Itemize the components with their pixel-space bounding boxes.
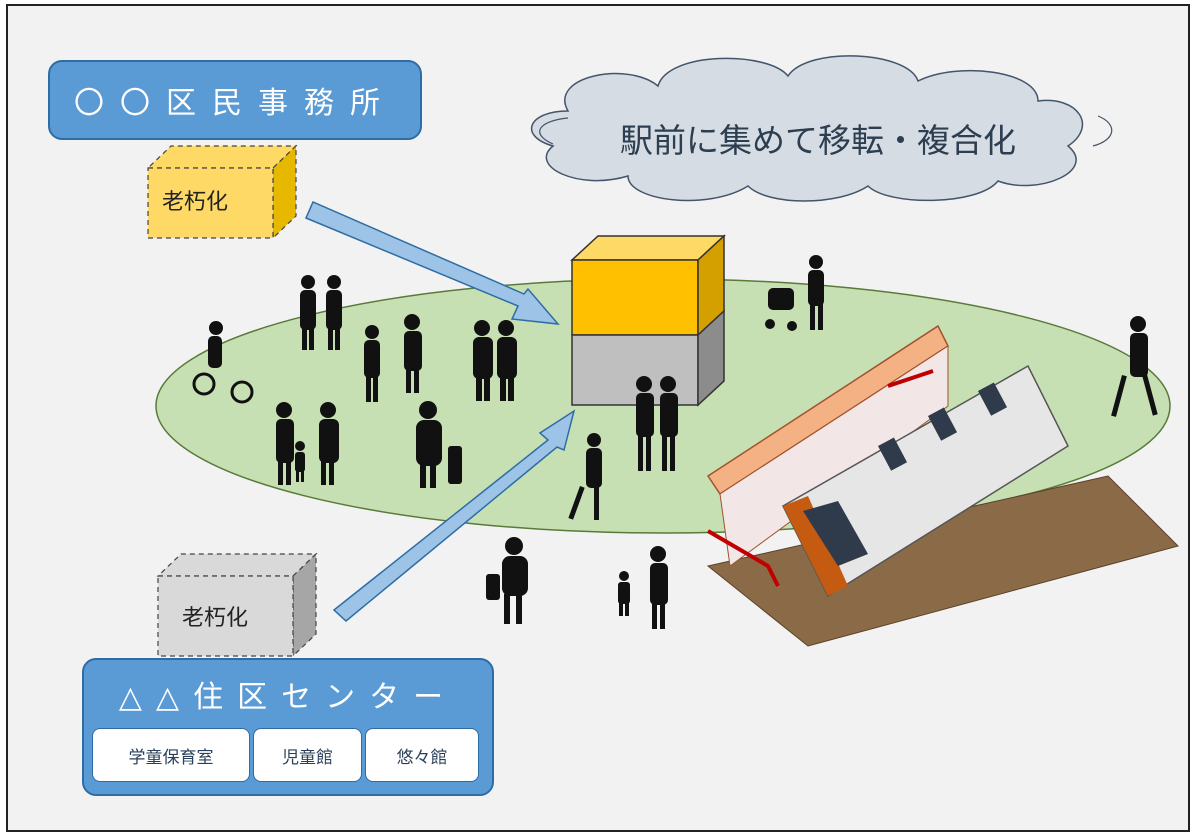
diagram-scene bbox=[146, 55, 1179, 658]
arrow-office-to-station bbox=[305, 201, 560, 325]
arrow-center-to-station bbox=[332, 409, 576, 622]
person-silhouette bbox=[1111, 316, 1158, 417]
traveler-silhouette bbox=[416, 401, 462, 488]
people-silhouettes bbox=[192, 255, 1158, 629]
person-silhouette bbox=[319, 402, 339, 485]
traveler-silhouette bbox=[486, 537, 528, 624]
child-silhouette bbox=[618, 571, 630, 616]
person-silhouette bbox=[326, 275, 342, 350]
person-silhouette bbox=[497, 320, 517, 401]
person-silhouette bbox=[364, 325, 380, 402]
center-aging-label: 老朽化 bbox=[182, 606, 249, 631]
person-silhouette bbox=[473, 320, 493, 401]
stroller-silhouette bbox=[765, 255, 824, 331]
combined-facility-building bbox=[570, 234, 726, 407]
ward-office-title: 〇〇区民事務所 bbox=[48, 60, 422, 140]
person-silhouette bbox=[650, 546, 668, 629]
person-silhouette bbox=[276, 402, 294, 485]
child-silhouette bbox=[295, 441, 305, 482]
community-center-panel: △△住区センター 学童保育室 児童館 悠々館 bbox=[82, 658, 494, 796]
person-silhouette bbox=[636, 376, 654, 471]
train-station-illustration bbox=[706, 324, 1179, 647]
cloud-message: 駅前に集めて移転・複合化 bbox=[620, 121, 1016, 160]
cloud-callout bbox=[531, 55, 1113, 202]
person-silhouette bbox=[568, 433, 602, 520]
office-aging-cube bbox=[146, 144, 298, 240]
person-silhouette bbox=[404, 314, 422, 393]
diagram-frame: 〇〇区民事務所 老朽化 老朽化 駅前に集めて移転・複合化 △△住区センター 学童… bbox=[6, 4, 1190, 832]
person-silhouette bbox=[660, 376, 678, 471]
center-aging-cube bbox=[156, 552, 318, 658]
community-center-title: △△住区センター bbox=[118, 680, 458, 715]
facility-childrens-hall: 児童館 bbox=[253, 728, 362, 782]
person-silhouette bbox=[300, 275, 316, 350]
cyclist-silhouette bbox=[192, 321, 254, 404]
facility-senior-hall: 悠々館 bbox=[365, 728, 479, 782]
facility-after-school-care: 学童保育室 bbox=[92, 728, 250, 782]
office-aging-label: 老朽化 bbox=[162, 190, 229, 215]
